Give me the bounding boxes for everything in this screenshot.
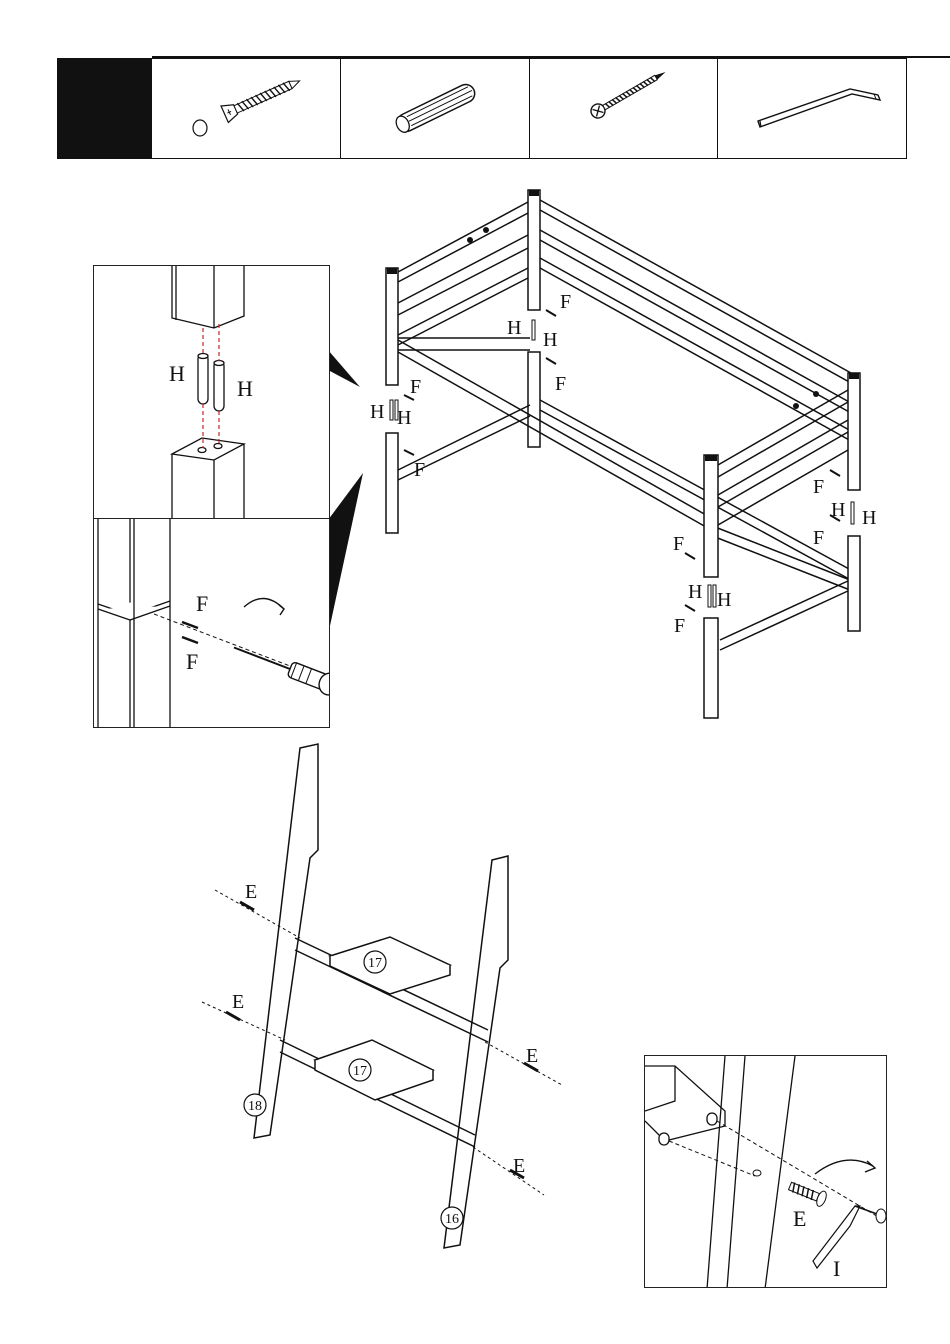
rear-right-post-upper [848, 373, 860, 490]
ladder-detail-drawing: E I [645, 1056, 887, 1288]
cross-head-screw-icon [530, 59, 719, 160]
frame-label-f-4: F [555, 373, 566, 395]
rear-left-post-lower [528, 352, 540, 447]
hardware-item-cross-head-screw [530, 59, 719, 158]
frame-label-h-8: H [862, 507, 876, 529]
frame-label-h-4: H [543, 329, 557, 351]
step-number-box [57, 58, 151, 159]
ladder-label-e-2: E [232, 991, 244, 1013]
ladder-left-rail [254, 744, 318, 1138]
frame-label-h-5: H [688, 581, 702, 603]
dowel-detail-drawing: H H [94, 266, 330, 520]
ladder-assembly: E E E E 17 17 18 16 [190, 740, 580, 1260]
hardware-item-wall-plug-screw [152, 59, 341, 158]
wooden-dowel-icon [341, 59, 530, 160]
dowel-detail-label-left: H [169, 361, 185, 386]
frame-label-f-8: F [813, 527, 824, 549]
front-right-post-upper [704, 455, 718, 577]
ladder-right-rail [444, 856, 508, 1248]
ladder-label-e-4: E [513, 1155, 525, 1177]
frame-label-h-2: H [397, 407, 411, 429]
frame-label-h-3: H [507, 317, 521, 339]
ladder-label-e-1: E [245, 881, 257, 903]
screw-detail-label-top: F [196, 591, 208, 616]
frame-label-h-7: H [831, 499, 845, 521]
frame-label-h-6: H [717, 589, 731, 611]
frame-label-f-2: F [414, 459, 425, 481]
ladder-rung-label-1: 17 [368, 956, 382, 971]
hardware-strip [151, 58, 907, 159]
ladder-right-rail-label: 16 [445, 1212, 459, 1227]
frame-label-f-3: F [560, 291, 571, 313]
dowel-detail-panel: H H [93, 265, 330, 520]
screw-detail-label-bottom: F [186, 649, 198, 674]
hardware-item-allen-key [718, 59, 906, 158]
frame-label-f-7: F [813, 476, 824, 498]
detail-pointers [325, 345, 385, 645]
front-left-post-upper [386, 268, 398, 385]
frame-label-f-6: F [674, 615, 685, 637]
ladder-detail-label-e: E [793, 1206, 806, 1231]
front-right-post-lower [704, 618, 718, 718]
frame-label-f-1: F [410, 376, 421, 398]
rear-left-post-upper [528, 190, 540, 310]
ladder-label-e-3: E [526, 1045, 538, 1067]
ladder-rung-label-2: 17 [353, 1064, 367, 1079]
screw-detail-panel: F F [93, 518, 330, 728]
allen-key-icon [718, 59, 907, 160]
front-left-post-lower [386, 433, 398, 533]
bed-frame-assembly: F H H F F H H F F H H F F H H F [330, 180, 910, 725]
frame-label-f-5: F [673, 533, 684, 555]
wall-plug-screw-icon [152, 59, 341, 160]
hardware-item-wooden-dowel [341, 59, 530, 158]
dowel-detail-label-right: H [237, 376, 253, 401]
rear-right-post-lower [848, 536, 860, 631]
screw-detail-drawing: F F [94, 519, 330, 728]
ladder-detail-panel: E I [644, 1055, 887, 1288]
ladder-detail-label-i: I [833, 1256, 840, 1281]
ladder-left-rail-label: 18 [248, 1099, 262, 1114]
